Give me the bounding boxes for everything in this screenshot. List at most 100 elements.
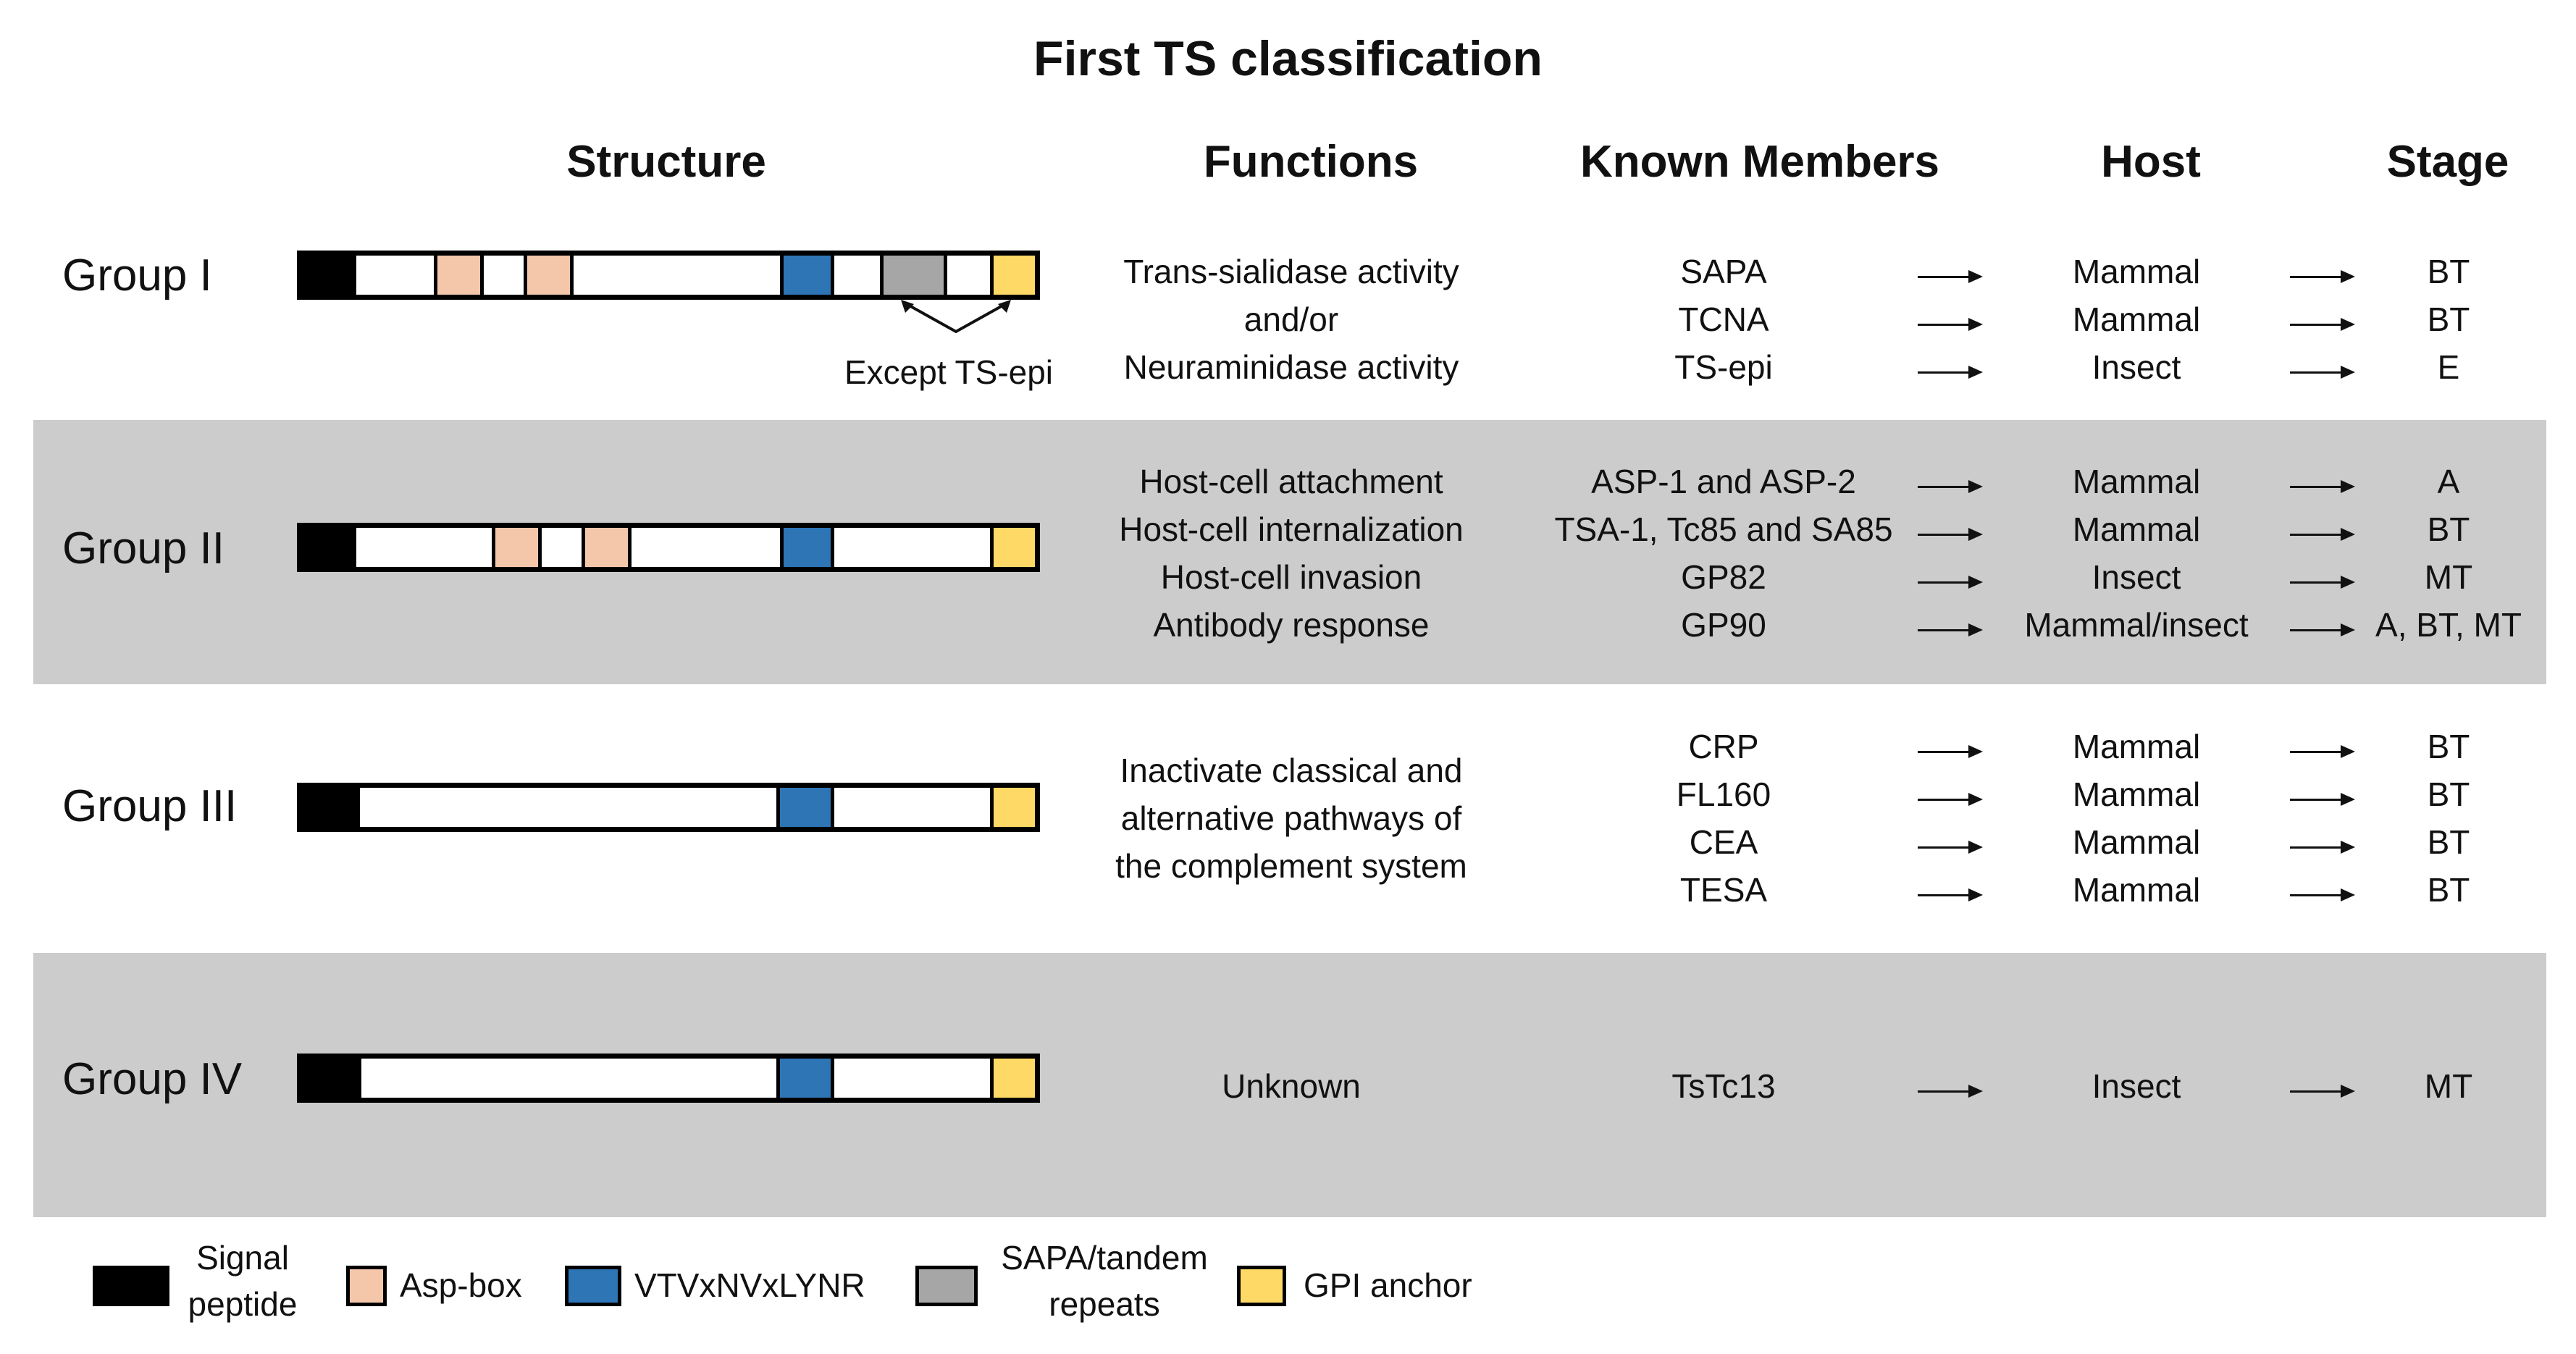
sapa-repeats-segment <box>880 256 944 295</box>
legend-label: GPI anchor <box>1304 1266 1472 1304</box>
arrow-icon <box>2290 479 2355 494</box>
arrow-icon <box>2290 527 2355 542</box>
arrow-icon <box>2290 840 2355 854</box>
member-name: ASP-1 and ASP-2 <box>1591 463 1856 500</box>
host-name: Mammal <box>2072 253 2201 290</box>
host-name: Mammal/insect <box>2024 606 2249 644</box>
stage-value: A <box>2437 463 2460 500</box>
gpi-anchor-swatch <box>1237 1266 1286 1306</box>
arrow-icon <box>2290 623 2355 637</box>
figure-title: First TS classification <box>1033 31 1543 86</box>
host-name: Mammal <box>2072 775 2201 813</box>
legend-label: peptide <box>188 1285 298 1323</box>
member-name: TSA-1, Tc85 and SA85 <box>1554 510 1893 548</box>
host-name: Mammal <box>2072 871 2201 909</box>
arrow-icon <box>2290 365 2355 379</box>
arrow-icon <box>1918 1084 1983 1098</box>
asp-box-segment <box>492 528 538 567</box>
signal-peptide-segment <box>302 788 360 827</box>
vtv-motif-segment <box>776 788 831 827</box>
member-name: TsTc13 <box>1671 1067 1776 1105</box>
arrow-icon <box>2290 888 2355 902</box>
function-text: Host-cell invasion <box>1160 558 1422 596</box>
host-name: Insect <box>2092 1067 2181 1105</box>
gpi-anchor-segment <box>990 256 1035 295</box>
arrow-icon <box>2290 1084 2355 1098</box>
stage-value: E <box>2437 348 2460 386</box>
arrow-icon <box>1918 792 1983 807</box>
vtv-motif-segment <box>780 256 831 295</box>
arrow-icon <box>1918 623 1983 637</box>
group-i-label: Group I <box>62 251 212 300</box>
host-name: Mammal <box>2072 728 2201 765</box>
legend-label: Asp-box <box>400 1266 522 1304</box>
function-text: Unknown <box>1222 1067 1361 1105</box>
arrow-icon <box>1918 575 1983 589</box>
stage-value: BT <box>2427 823 2470 861</box>
stage-value: BT <box>2427 871 2470 909</box>
member-name: CEA <box>1689 823 1758 861</box>
except-bracket <box>901 300 1011 334</box>
function-text: Host-cell attachment <box>1139 463 1443 500</box>
vtv-motif-segment <box>780 528 831 567</box>
group-iv-label: Group IV <box>62 1054 243 1104</box>
except-ts-epi-note: Except TS-epi <box>844 353 1054 391</box>
arrow-icon <box>2290 792 2355 807</box>
signal-peptide-swatch <box>93 1266 169 1306</box>
legend-label: repeats <box>1049 1285 1160 1323</box>
arrow-icon <box>1918 365 1983 379</box>
legend-label: Signal <box>196 1239 289 1277</box>
vtv-motif-swatch <box>565 1266 621 1306</box>
arrow-icon <box>1918 840 1983 854</box>
signal-peptide-segment <box>302 1059 361 1098</box>
group-iii-label: Group III <box>62 781 238 831</box>
function-text: Neuraminidase activity <box>1123 348 1459 386</box>
stage-value: BT <box>2427 300 2470 338</box>
host-name: Mammal <box>2072 300 2201 338</box>
arrow-icon <box>1918 269 1983 284</box>
member-name: GP90 <box>1681 606 1766 644</box>
function-text: and/or <box>1243 300 1339 338</box>
functions-header: Functions <box>1203 137 1419 187</box>
function-text: Trans-sialidase activity <box>1123 253 1459 290</box>
asp-box-swatch <box>346 1266 387 1306</box>
gpi-anchor-segment <box>990 528 1035 567</box>
function-text: alternative pathways of <box>1120 799 1462 837</box>
member-name: CRP <box>1688 728 1759 765</box>
function-text: the complement system <box>1115 847 1467 885</box>
group-i-structure <box>297 251 1040 300</box>
group-ii-structure <box>297 523 1040 572</box>
member-name: TCNA <box>1678 300 1769 338</box>
host-name: Mammal <box>2072 823 2201 861</box>
legend-label: SAPA/tandem <box>1001 1239 1208 1277</box>
arrow-icon <box>2290 317 2355 332</box>
vtv-motif-segment <box>776 1059 831 1098</box>
arrow-icon <box>2290 575 2355 589</box>
host-name: Insect <box>2092 558 2181 596</box>
signal-peptide-segment <box>302 256 356 295</box>
host-header: Host <box>2101 137 2201 187</box>
function-text: Host-cell internalization <box>1119 510 1464 548</box>
arrow-icon <box>1918 317 1983 332</box>
members-header: Known Members <box>1579 137 1940 187</box>
stage-value: MT <box>2424 1067 2473 1105</box>
member-name: SAPA <box>1680 253 1767 290</box>
asp-box-segment <box>524 256 570 295</box>
arrow-icon <box>2290 744 2355 759</box>
host-name: Insect <box>2092 348 2181 386</box>
arrow-icon <box>1918 479 1983 494</box>
arrow-icon <box>1918 744 1983 759</box>
host-name: Mammal <box>2072 463 2201 500</box>
function-text: Antibody response <box>1153 606 1430 644</box>
stage-value: BT <box>2427 728 2470 765</box>
member-name: GP82 <box>1681 558 1766 596</box>
structure-header: Structure <box>566 137 766 187</box>
group-ii-label: Group II <box>62 523 225 573</box>
member-name: FL160 <box>1676 775 1771 813</box>
stage-value: BT <box>2427 510 2470 548</box>
stage-header: Stage <box>2386 137 2509 187</box>
member-name: TS-epi <box>1674 348 1773 386</box>
arrow-icon <box>1918 888 1983 902</box>
stage-value: A, BT, MT <box>2375 606 2522 644</box>
host-name: Mammal <box>2072 510 2201 548</box>
